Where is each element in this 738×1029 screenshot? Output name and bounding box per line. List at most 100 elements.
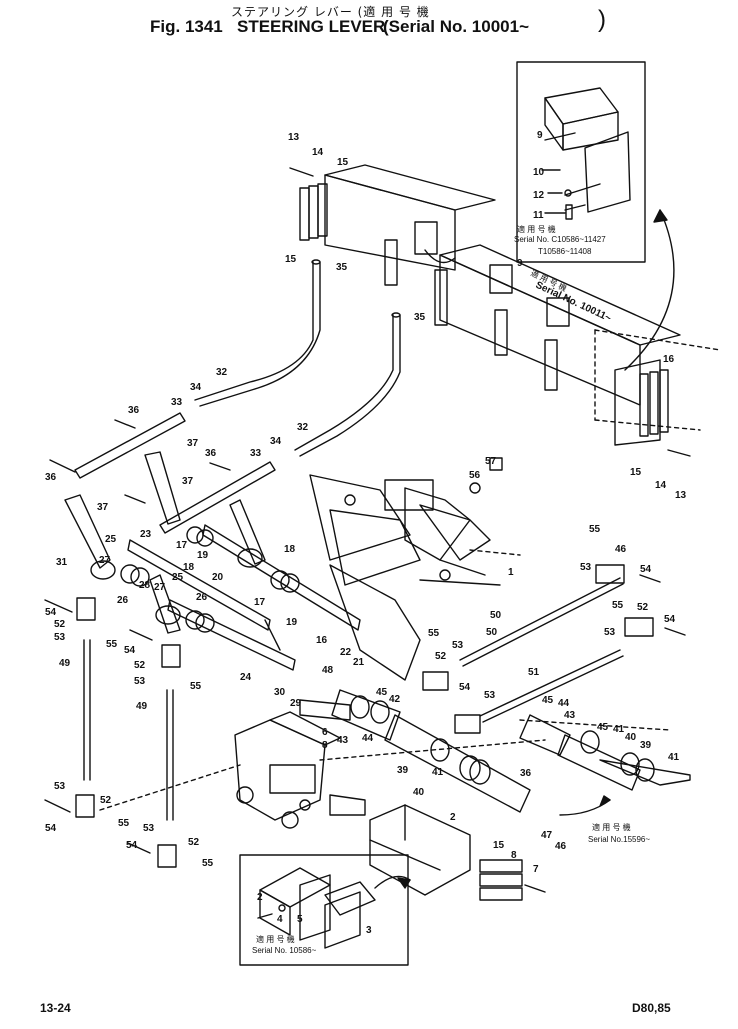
- inset-note-jp: 適 用 号 機: [517, 224, 556, 234]
- main-housing-top: [309, 474, 411, 561]
- callout-52: 52: [100, 795, 112, 806]
- callout-55: 55: [202, 858, 214, 869]
- callout-47: 47: [541, 830, 553, 841]
- callout-37: 37: [187, 438, 199, 449]
- callout-53: 53: [134, 676, 146, 687]
- callout-31: 31: [56, 557, 68, 568]
- callout-7: 7: [533, 864, 539, 875]
- callout-24: 24: [240, 672, 252, 683]
- callout-49: 49: [59, 658, 71, 669]
- callout-16: 16: [663, 354, 675, 365]
- callout-17: 17: [176, 540, 188, 551]
- callout-55: 55: [190, 681, 202, 692]
- right-note-jp: 適 用 号 機: [592, 822, 631, 832]
- callout-37: 37: [182, 476, 194, 487]
- callout-10: 10: [533, 167, 545, 178]
- callout-14: 14: [312, 147, 324, 158]
- serial-range: (Serial No. 10001~: [383, 17, 530, 36]
- callout-16: 16: [316, 635, 328, 646]
- callout-35: 35: [414, 312, 426, 323]
- callout-54: 54: [124, 645, 136, 656]
- callout-32: 32: [297, 422, 309, 433]
- callout-6: 6: [322, 727, 328, 738]
- callout-26: 26: [117, 595, 129, 606]
- callout-34: 34: [190, 382, 202, 393]
- callout-12: 12: [533, 190, 545, 201]
- callout-54: 54: [126, 840, 138, 851]
- callout-33: 33: [250, 448, 262, 459]
- callout-52: 52: [435, 651, 447, 662]
- callout-53: 53: [54, 632, 66, 643]
- callout-54: 54: [640, 564, 652, 575]
- callout-22: 22: [340, 647, 352, 658]
- callout-27: 27: [154, 582, 166, 593]
- right-note-serial: Serial No.15596~: [588, 835, 650, 844]
- callout-45: 45: [376, 687, 388, 698]
- callout-15: 15: [285, 254, 297, 265]
- callout-46: 46: [615, 544, 627, 555]
- callout-55: 55: [428, 628, 440, 639]
- closing-paren: ): [598, 6, 606, 33]
- callout-52: 52: [188, 837, 200, 848]
- callout-53: 53: [484, 690, 496, 701]
- callout-21: 21: [353, 657, 365, 668]
- callout-52: 52: [134, 660, 146, 671]
- callout-25: 25: [172, 572, 184, 583]
- callout-15: 15: [630, 467, 642, 478]
- callout-51: 51: [528, 667, 540, 678]
- callout-54: 54: [664, 614, 676, 625]
- callout-46: 46: [555, 841, 567, 852]
- callout-32: 32: [216, 367, 228, 378]
- callout-36: 36: [520, 768, 532, 779]
- callout-15: 15: [493, 840, 505, 851]
- callout-48: 48: [322, 665, 334, 676]
- callout-56: 56: [469, 470, 481, 481]
- callout-40: 40: [625, 732, 637, 743]
- inset-note-serial-2: T10586~11408: [538, 247, 592, 256]
- callout-14: 14: [655, 480, 667, 491]
- callout-40: 40: [413, 787, 425, 798]
- callout-27: 27: [99, 555, 111, 566]
- callout-53: 53: [452, 640, 464, 651]
- callout-44: 44: [558, 698, 570, 709]
- callout-53: 53: [580, 562, 592, 573]
- callout-54: 54: [45, 823, 57, 834]
- callout-52: 52: [637, 602, 649, 613]
- inset-note-serial-1: Serial No. C10586~11427: [514, 235, 606, 244]
- callout-43: 43: [337, 735, 349, 746]
- callout-15: 15: [337, 157, 349, 168]
- callout-41: 41: [432, 767, 444, 778]
- callout-36: 36: [45, 472, 57, 483]
- page-title: STEERING LEVER: [237, 17, 386, 36]
- callout-53: 53: [54, 781, 66, 792]
- callout-53: 53: [604, 627, 616, 638]
- bottom-note-serial: Serial No. 10586~: [252, 946, 317, 955]
- callout-34: 34: [270, 436, 282, 447]
- callout-4: 4: [277, 914, 283, 925]
- callout-50: 50: [486, 627, 498, 638]
- mount-plate: [584, 131, 631, 213]
- callout-36: 36: [128, 405, 140, 416]
- japanese-caption: ステアリング レバー (適 用 号 機: [231, 5, 430, 19]
- callout-49: 49: [136, 701, 148, 712]
- callout-57: 57: [485, 456, 497, 467]
- callout-18: 18: [183, 562, 195, 573]
- callout-33: 33: [171, 397, 183, 408]
- callout-55: 55: [589, 524, 601, 535]
- callout-28: 28: [139, 580, 151, 591]
- inset-frame-bottom: [239, 854, 409, 966]
- callout-30: 30: [274, 687, 286, 698]
- inset-frame-top-right: [516, 61, 646, 263]
- callout-43: 43: [564, 710, 576, 721]
- model-codes: D80,85: [632, 1001, 671, 1015]
- page-number: 13-24: [40, 1001, 71, 1015]
- frame-note-serial: Serial No. 10011~: [534, 280, 613, 325]
- callout-41: 41: [668, 752, 680, 763]
- callout-2: 2: [450, 812, 456, 823]
- callout-20: 20: [212, 572, 224, 583]
- callout-45: 45: [597, 722, 609, 733]
- callout-19: 19: [197, 550, 209, 561]
- callout-11: 11: [533, 210, 544, 221]
